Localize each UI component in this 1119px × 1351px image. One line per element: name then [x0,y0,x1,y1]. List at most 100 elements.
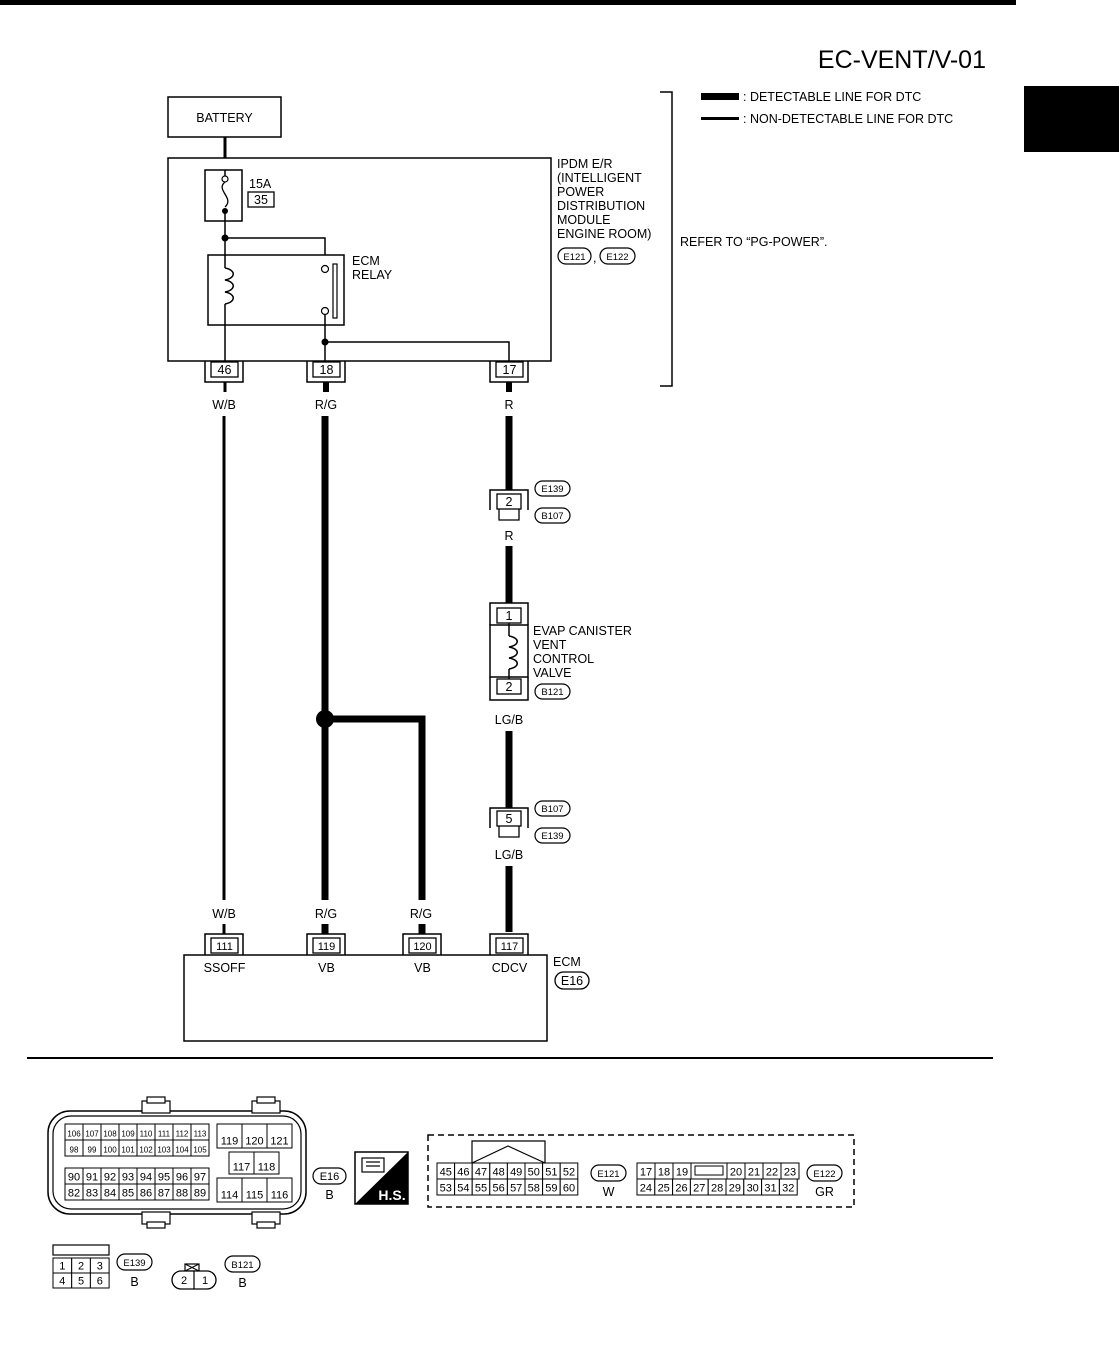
e16-pin-113: 113 [194,1130,207,1139]
e121-pin-60-cell [559,1178,579,1196]
conn-tag-e122 [599,247,636,265]
e16-pin-87: 87 [158,1188,170,1200]
wire-color-rg-bottom1: R/G [315,907,337,921]
legend-thick-line [701,93,739,100]
e16-pin-117: 117 [233,1162,251,1174]
e16-tag-text: E16 [320,1171,340,1183]
e122-tag [806,1164,843,1182]
e16-pin-118-cell [253,1151,280,1175]
ipdm-pin-46: 46 [204,361,244,383]
e16-pin-83: 83 [86,1188,98,1200]
e16-pin-96: 96 [176,1172,188,1184]
top-rule [0,0,1016,5]
e121-pin-59: 59 [545,1183,557,1195]
ecm-terminal-vb-1: VB [318,961,335,975]
relay-coil [224,255,234,325]
wire-color-lgb-mid: LG/B [495,713,524,727]
e16-pin-91: 91 [86,1172,98,1184]
e16-pin-110: 110 [140,1130,153,1139]
e16-pin-115-cell [241,1177,268,1203]
e16-pin-100: 100 [103,1146,117,1155]
svg-text:CONTROL: CONTROL [533,652,594,666]
e121-pin-45: 45 [440,1167,452,1179]
wire-color-wb-top: W/B [212,398,236,412]
ipdm-connectors-dashed-box [427,1134,855,1208]
e16-pin-89-cell [190,1183,210,1201]
section-tab [1024,86,1119,152]
e16-pin-85: 85 [122,1188,134,1200]
e16-pin-101: 101 [121,1146,135,1155]
e122-pin-27: 27 [693,1183,705,1195]
e121-pin-56: 56 [492,1183,504,1195]
relay-contact-bottom [320,306,330,316]
ipdm-pin-17: 17 [489,361,529,383]
ecm-pin-119: 119 VB [306,933,346,975]
ecm-terminal-ssoff: SSOFF [204,961,246,975]
e16-pin-90: 90 [68,1172,80,1184]
ipdm-line-2: POWER [557,185,604,199]
refer-note: REFER TO “PG-POWER”. [680,235,827,249]
e16-pin-108: 108 [103,1130,117,1139]
e16-pin-93: 93 [122,1172,134,1184]
e16-pin-107: 107 [85,1130,99,1139]
e16-pin-92: 92 [104,1172,116,1184]
svg-text:46: 46 [218,363,232,377]
e122-pin-25: 25 [658,1183,670,1195]
evap-canister-vent-valve: 1 2 EVAP CANISTER VENT CONTROL VALVE B12… [489,602,632,701]
ecm-conn-tag [554,971,590,990]
e121-tag [590,1164,627,1182]
e139-color: B [130,1275,138,1289]
e121-pin-46: 46 [457,1167,469,1179]
joint-connector-b107-e139: 5 B107 E139 [489,800,571,844]
ecm-pin-111: 111 SSOFF [204,933,246,975]
e16-pin-95: 95 [158,1172,170,1184]
e121-latch [471,1140,546,1163]
e122-pin-28: 28 [711,1183,723,1195]
e16-pin-121-cell [266,1123,293,1149]
e16-pin-116: 116 [271,1190,289,1202]
e16-pin-112: 112 [176,1130,189,1139]
e139-pin-6: 6 [97,1276,103,1288]
svg-text:B107: B107 [541,804,563,815]
battery-label: BATTERY [196,111,253,125]
ipdm-line-4: MODULE [557,213,610,227]
fuse-rating: 15A [249,177,272,191]
e16-pin-111: 111 [158,1130,171,1139]
relay-switch-bar [332,263,338,319]
joint-connector-e139-b107: 2 E139 B107 [489,480,571,524]
e121-pin-53: 53 [440,1183,452,1195]
e121-color: W [603,1185,615,1199]
fuse-terminal-top [221,175,229,183]
e121-pin-57: 57 [510,1183,522,1195]
svg-text:E139: E139 [541,831,563,842]
svg-text:B107: B107 [541,511,563,522]
e139-pin-3: 3 [97,1261,103,1273]
svg-text:2: 2 [506,495,513,509]
ecm-label: ECM [553,955,581,969]
e122-pin-32: 32 [782,1183,794,1195]
e16-pin-97: 97 [194,1172,206,1184]
svg-text:E139: E139 [541,484,563,495]
e139-pin-2: 2 [78,1261,84,1273]
e139-pin-6-cell [89,1272,110,1289]
e121-pin-60: 60 [563,1183,575,1195]
e16-pin-86: 86 [140,1188,152,1200]
svg-text:120: 120 [413,941,431,953]
svg-text:EVAP CANISTER: EVAP CANISTER [533,624,632,638]
relay-contact-top [320,264,330,274]
hs-badge: H.S. [354,1151,409,1205]
fuse-number-box [247,191,275,208]
e122-pin-31: 31 [764,1183,776,1195]
wire-color-wb-bottom: W/B [212,907,236,921]
ipdm-line-5: ENGINE ROOM) [557,227,651,241]
b121-color: B [238,1276,246,1290]
refer-bracket [660,91,673,387]
legend: : DETECTABLE LINE FOR DTC : NON-DETECTAB… [701,90,953,126]
e139-pin-4: 4 [59,1276,65,1288]
e16-pin-119: 119 [221,1136,239,1148]
wire-color-rg-top: R/G [315,398,337,412]
e16-pin-114: 114 [221,1190,239,1202]
